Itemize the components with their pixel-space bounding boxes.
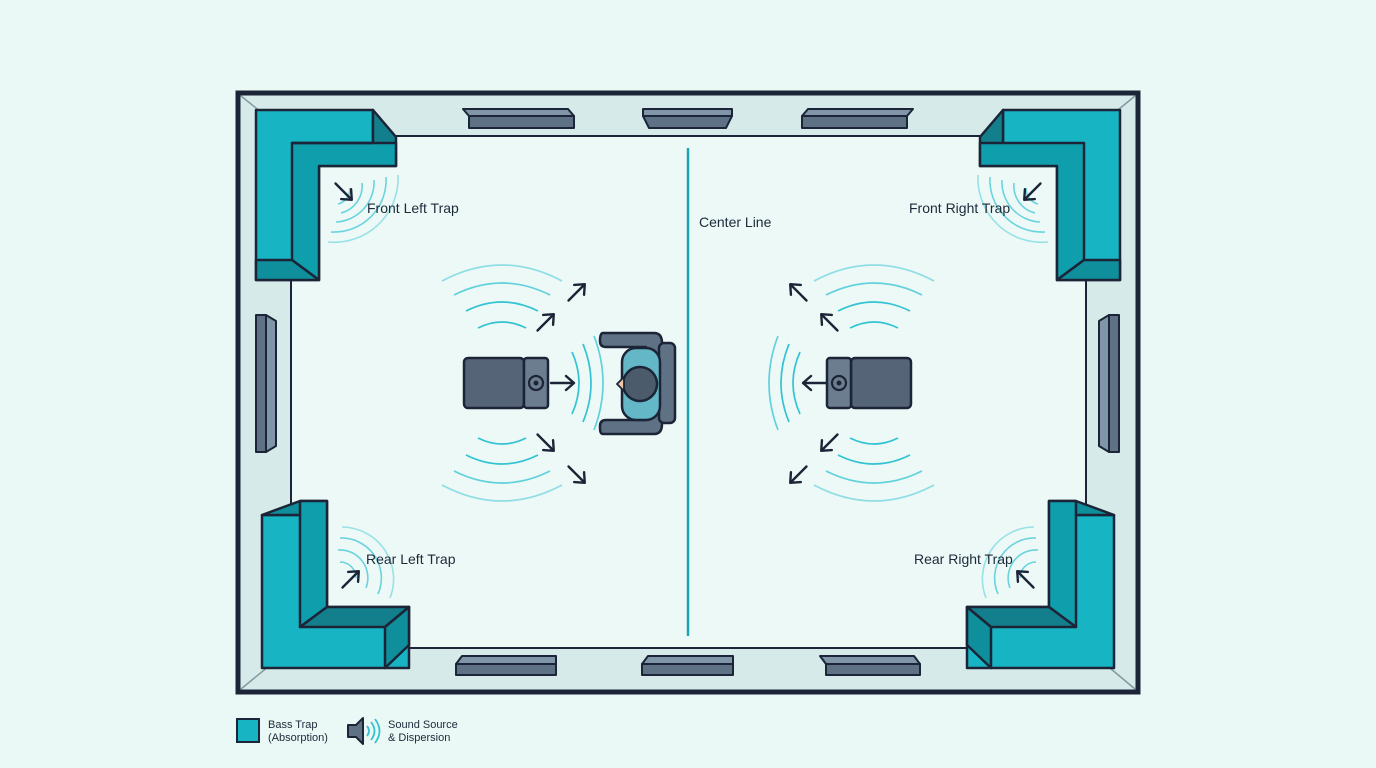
acoustic-panel-left	[255, 314, 277, 453]
rear-left-trap-waves	[337, 526, 395, 599]
label-rear-left-trap: Rear Left Trap	[366, 551, 456, 567]
speaker-icon	[347, 717, 381, 745]
side-wall-panels	[255, 314, 1120, 453]
legend-sound-source: Sound Source & Dispersion	[388, 719, 458, 745]
label-front-right-trap: Front Right Trap	[909, 200, 1011, 216]
bottom-wall-panels	[455, 655, 921, 676]
acoustic-panel	[801, 108, 914, 129]
top-wall-panels	[462, 108, 914, 129]
acoustic-panel	[819, 655, 921, 676]
legend-sound-source-line1: Sound Source	[388, 719, 458, 731]
bass-trap-icon	[236, 718, 260, 743]
front-right-trap-waves	[977, 174, 1049, 244]
acoustic-panel	[462, 108, 575, 129]
listener-icon	[598, 331, 677, 436]
rear-left-bass-trap	[260, 499, 411, 670]
left-speaker-icon	[462, 356, 550, 410]
legend-bass-trap-line1: Bass Trap	[268, 719, 318, 731]
front-left-bass-trap	[254, 108, 398, 282]
left-speaker-waves	[441, 264, 604, 502]
legend-sound-source-line2: & Dispersion	[388, 732, 451, 744]
front-left-trap-waves	[327, 174, 399, 244]
label-center-line: Center Line	[699, 214, 772, 230]
right-speaker-waves	[768, 264, 935, 502]
rear-right-trap-waves	[981, 526, 1039, 599]
acoustic-panel	[455, 655, 557, 676]
rear-right-bass-trap	[965, 499, 1116, 670]
legend-bass-trap: Bass Trap (Absorption)	[268, 719, 328, 745]
label-front-left-trap: Front Left Trap	[367, 200, 459, 216]
front-right-bass-trap	[978, 108, 1122, 282]
acoustic-panel	[642, 108, 733, 129]
legend-bass-trap-line2: (Absorption)	[268, 732, 328, 744]
label-rear-right-trap: Rear Right Trap	[914, 551, 1013, 567]
acoustic-panel-right	[1098, 314, 1120, 453]
right-speaker-icon	[825, 356, 913, 410]
acoustic-panel	[641, 655, 734, 676]
